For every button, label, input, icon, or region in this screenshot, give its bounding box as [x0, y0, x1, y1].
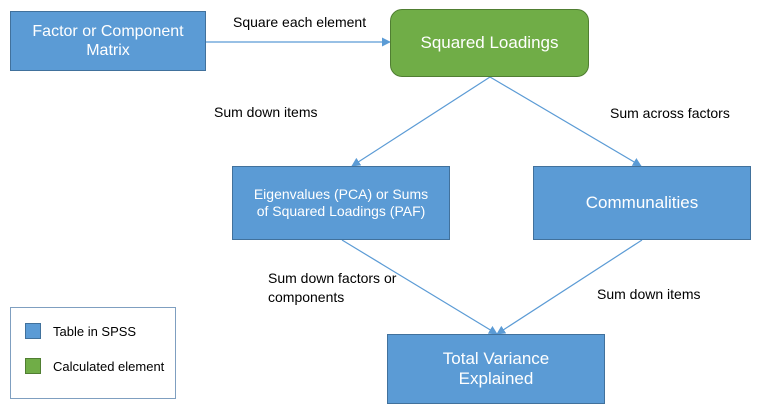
squared-loadings-node: Squared Loadings: [390, 9, 589, 77]
total-variance-node: Total Variance Explained: [387, 334, 605, 404]
sum-down-factors-label: Sum down factors or components: [268, 270, 397, 305]
eigenvalues-node: Eigenvalues (PCA) or Sums of Squared Loa…: [232, 166, 450, 240]
legend-label-table: Table in SPSS: [53, 323, 137, 339]
legend-item-calculated: Calculated element: [25, 358, 164, 374]
legend: Table in SPSS Calculated element: [10, 307, 176, 399]
legend-label-calculated: Calculated element: [53, 358, 165, 374]
squared-loadings-label: Squared Loadings: [420, 32, 559, 52]
legend-item-table: Table in SPSS: [25, 323, 136, 339]
square-each-label: Square each element: [233, 14, 367, 30]
factor-matrix-node: Factor or Component Matrix: [10, 11, 206, 71]
communalities-label: Communalities: [585, 192, 699, 212]
legend-swatch-calculated: [25, 358, 41, 374]
arrow-squared-to-eigenvalues: [351, 76, 491, 167]
legend-swatch-table: [25, 323, 41, 339]
sum-down-items-label-left: Sum down items: [214, 104, 318, 120]
total-variance-label: Total Variance Explained: [442, 348, 550, 388]
arrow-squared-to-communalities: [489, 76, 642, 167]
arrow-eigenvalues-to-total: [341, 239, 498, 335]
arrow-communalities-to-total: [496, 239, 643, 335]
sum-down-items-label-right: Sum down items: [597, 286, 701, 302]
factor-matrix-label: Factor or Component Matrix: [32, 22, 184, 59]
communalities-node: Communalities: [533, 166, 751, 240]
eigenvalues-label: Eigenvalues (PCA) or Sums of Squared Loa…: [253, 186, 429, 219]
sum-across-factors-label: Sum across factors: [610, 105, 730, 121]
